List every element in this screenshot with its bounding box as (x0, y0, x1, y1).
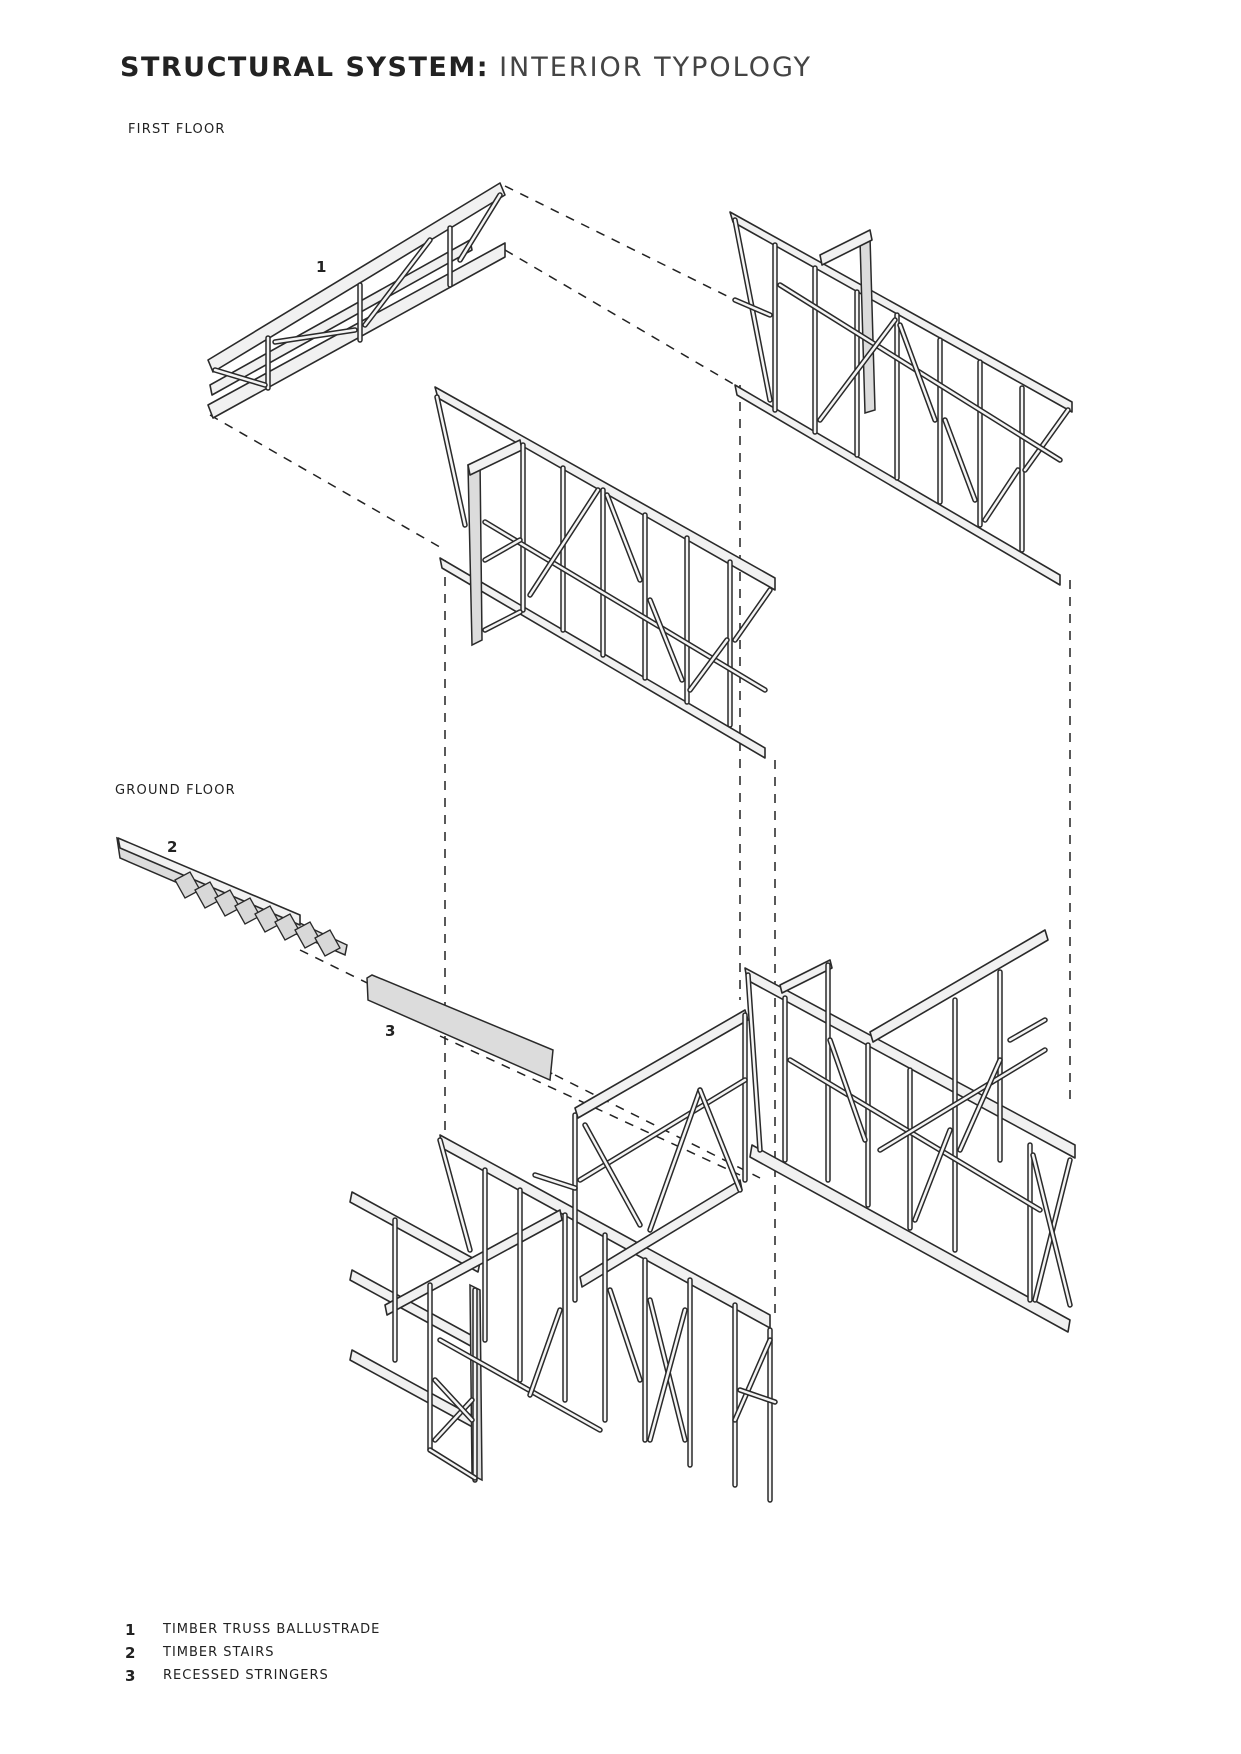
timber-truss-ballustrade (207, 182, 506, 419)
ground-floor-left-wall-frame (349, 1009, 778, 1503)
ground-floor-right-wall-frame (744, 929, 1076, 1333)
title-light: INTERIOR TYPOLOGY (499, 52, 813, 83)
first-floor-label: FIRST FLOOR (128, 122, 226, 137)
legend-label: RECESSED STRINGERS (163, 1668, 329, 1683)
legend: 1 TIMBER TRUSS BALLUSTRADE 2 TIMBER STAI… (125, 1618, 380, 1687)
legend-item: 1 TIMBER TRUSS BALLUSTRADE (125, 1618, 380, 1641)
legend-item: 2 TIMBER STAIRS (125, 1641, 380, 1664)
legend-number: 3 (125, 1666, 137, 1685)
ground-floor-label: GROUND FLOOR (115, 783, 236, 798)
legend-item: 3 RECESSED STRINGERS (125, 1664, 380, 1687)
legend-label: TIMBER TRUSS BALLUSTRADE (163, 1622, 381, 1637)
first-floor-rear-wall-frame (729, 211, 1073, 586)
legend-label: TIMBER STAIRS (163, 1645, 275, 1660)
recessed-stringer (366, 974, 554, 1082)
legend-number: 2 (125, 1643, 137, 1662)
callout-2: 2 (167, 838, 178, 856)
timber-stairs (116, 836, 348, 957)
page-title: STRUCTURAL SYSTEM: INTERIOR TYPOLOGY (120, 52, 812, 83)
title-bold: STRUCTURAL SYSTEM: (120, 52, 489, 83)
callout-3: 3 (385, 1022, 396, 1040)
callout-1: 1 (316, 258, 327, 276)
first-floor-front-wall-frame (434, 386, 776, 759)
legend-number: 1 (125, 1620, 137, 1639)
